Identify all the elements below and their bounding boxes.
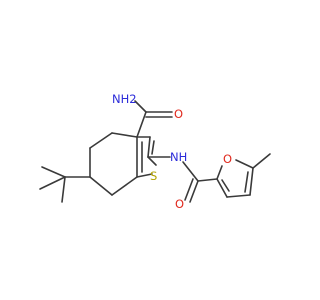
bond-furan-c5-c4-inner [244,171,249,193]
bond-c6-c7 [89,176,113,196]
bond-furan-c3-c2-inner [221,179,230,192]
bond-c3-c2 [147,136,151,158]
atom-labels: NH2 O S NH O O [112,92,232,211]
atom-label-amide-oxygen: O [174,107,183,121]
bond-nh-carbonyl [182,161,199,182]
molecule-structure: NH2 O S NH O O [39,92,271,211]
atom-label-furan-oxygen: O [223,152,232,166]
bond-amide-c-n [134,100,147,113]
bond-furan-c4-c3 [226,194,251,198]
bond-s-c2 [147,156,157,166]
bond-furan-o-c5 [235,159,254,169]
atom-label-sulfur: S [150,169,157,183]
bond-c7-c7a [111,176,138,196]
bond-tbu-methyl-1 [41,166,66,178]
bond-carbonyl-to-furan [197,178,218,182]
atom-label-nh2: NH2 [112,92,137,106]
bond-c4-c3a [111,132,138,138]
bond-furan-c3-c2 [216,178,228,198]
bond-carbonyl-o-1 [189,180,199,203]
bond-tbu-methyl-2 [61,176,66,203]
bond-furan-c2-o [216,165,223,180]
bond-carbonyl-o-2 [184,178,194,201]
bond-c4-c5 [89,132,113,149]
bond-c7a-s [136,173,153,178]
bond-c3-c2-inner [151,140,155,155]
molecule-canvas: NH2 O S NH O O [39,92,271,211]
bond-lines [39,100,271,203]
bond-furan-methyl [252,153,271,169]
bond-furan-c5-c4 [249,167,254,196]
bond-ring-to-amide-carbon [136,111,147,138]
atom-label-carbonyl-oxygen: O [175,197,184,211]
bond-tbu-methyl-3 [39,176,66,190]
atom-label-nh: NH [170,150,187,164]
